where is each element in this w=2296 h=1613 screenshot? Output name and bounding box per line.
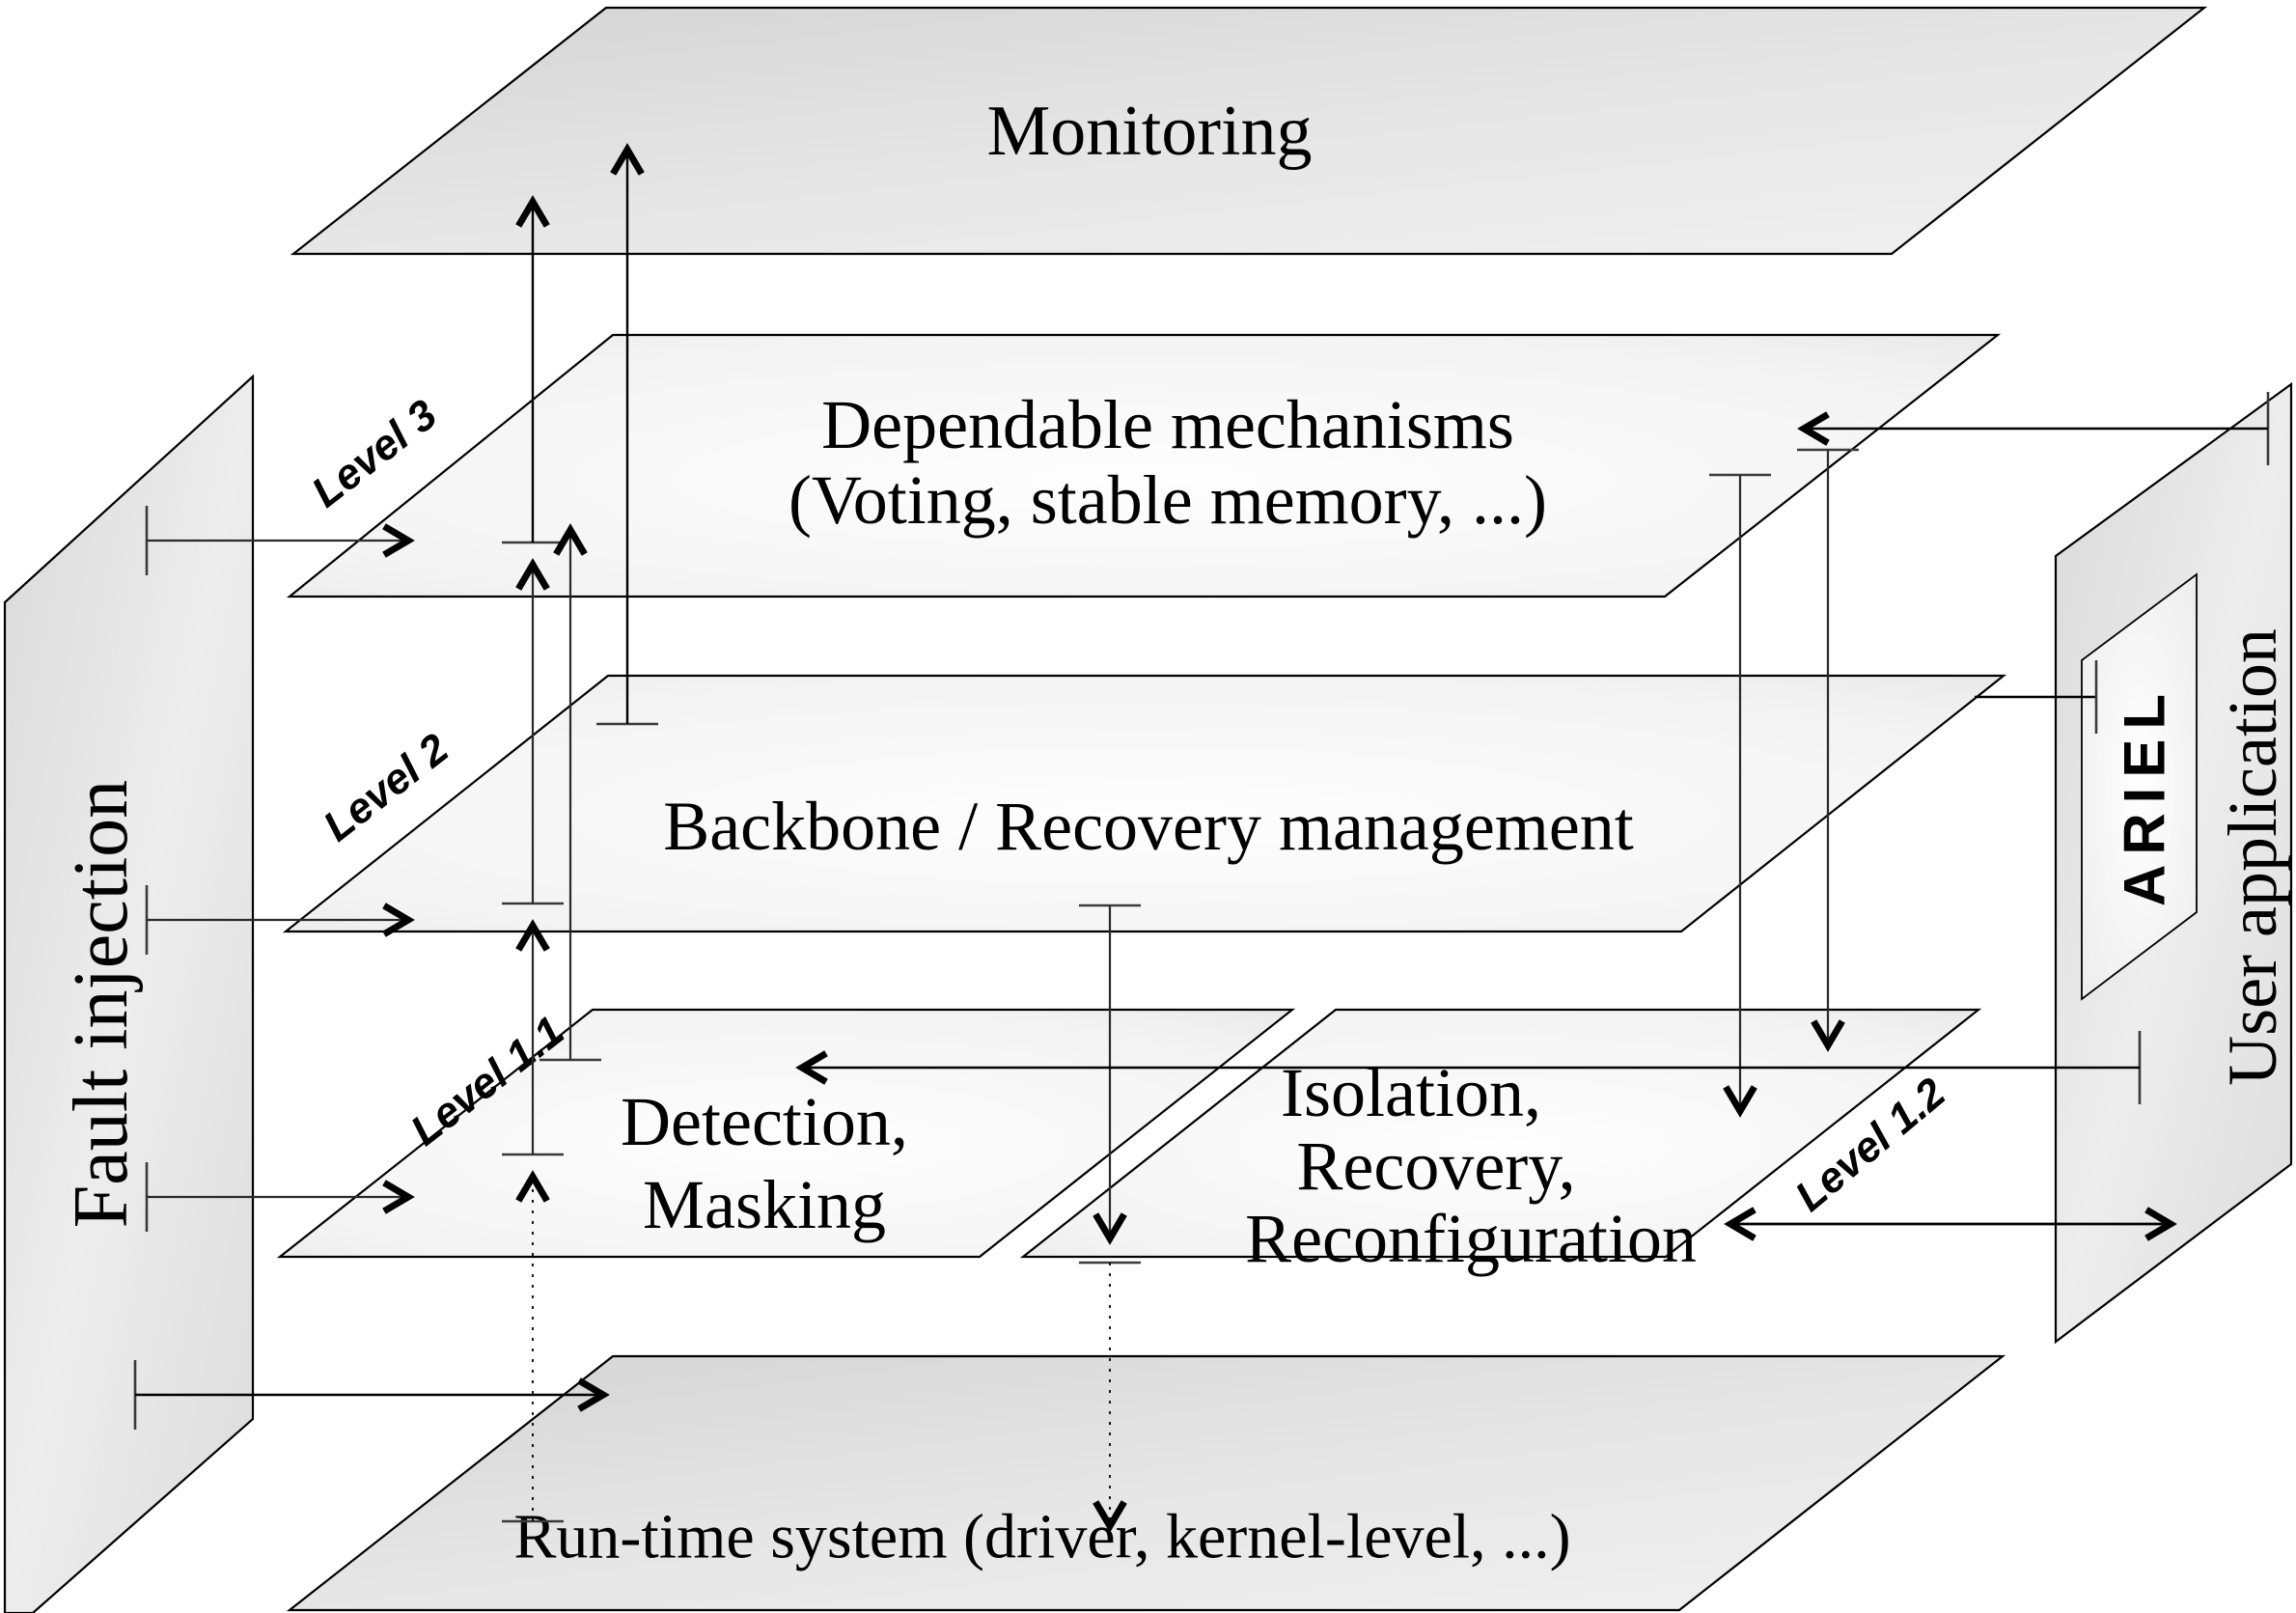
user-to-dependable-arrow	[1797, 392, 2270, 465]
detection-label-line1: Detection,	[621, 1083, 908, 1160]
user-to-detection-arrow	[795, 1031, 2142, 1104]
fault-to-level2-arrow	[145, 885, 415, 955]
dependable-label-line2: (Voting, stable memory, ...)	[788, 461, 1547, 539]
detection-to-dependable-arrow	[539, 523, 601, 1062]
runtime-plane	[286, 1354, 2006, 1612]
fault-to-runtime-arrow	[133, 1360, 610, 1430]
isolation-label-line1: Isolation,	[1281, 1054, 1541, 1131]
fault-to-level3-arrow	[145, 506, 415, 575]
backbone-plane	[282, 674, 2007, 933]
detection-label-line2: Masking	[643, 1166, 886, 1243]
backbone-label: Backbone / Recovery management	[663, 788, 1634, 865]
fault-injection-plane	[3, 374, 255, 1613]
dependable-mechanisms-plane	[286, 333, 2002, 598]
user-application-label: User application	[2214, 628, 2291, 1086]
runtime-label: Run-time system (driver, kernel-level, .…	[513, 1502, 1570, 1572]
monitoring-label: Monitoring	[986, 92, 1312, 171]
monitoring-plane	[290, 6, 2208, 256]
dependable-to-isolation-arrow-2	[1797, 448, 1859, 1052]
fault-injection-label: Fault injection	[59, 780, 144, 1228]
ariel-badge	[2081, 572, 2198, 1001]
fault-to-level1-arrow	[145, 1162, 415, 1232]
dependable-label-line1: Dependable mechanisms	[821, 386, 1514, 463]
isolation-label-line3: Reconfiguration	[1245, 1200, 1697, 1277]
backbone-to-monitoring-arrow	[596, 143, 658, 726]
isolation-label-line2: Recovery,	[1296, 1127, 1575, 1205]
backbone-to-user-link	[1975, 660, 2098, 734]
dependable-to-isolation-arrow-1	[1709, 473, 1771, 1118]
ariel-label: ARIEL	[2113, 684, 2177, 906]
